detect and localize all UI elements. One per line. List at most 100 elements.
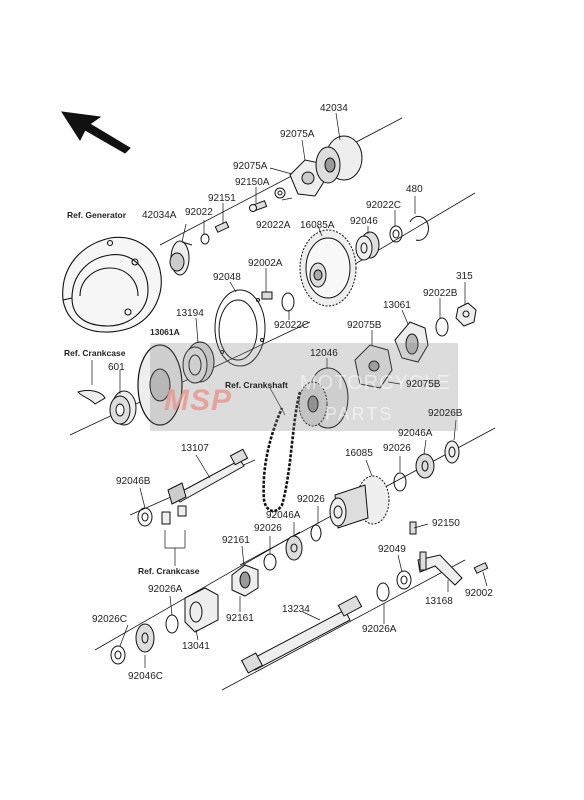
label-92022A: 92022A xyxy=(256,220,291,231)
label-92022B: 92022B xyxy=(423,288,458,299)
plate-92048 xyxy=(214,289,266,367)
label-92046A-mid: 92046A xyxy=(266,510,301,521)
washer-92026A-right xyxy=(376,582,390,602)
label-42034A: 42034A xyxy=(142,210,177,221)
label-92026-mid: 92026 xyxy=(297,494,325,505)
washer-92026B xyxy=(444,440,460,464)
label-92046B: 92046B xyxy=(116,476,151,487)
watermark-line1: MOTORCYCLE xyxy=(300,372,451,394)
circlip-480 xyxy=(409,215,429,241)
bearing-92046B xyxy=(137,507,153,527)
gear-16085 xyxy=(329,475,390,529)
collar-13194 xyxy=(182,341,215,384)
label-92046-top: 92046 xyxy=(350,216,378,227)
needle-bearing-92046-top xyxy=(355,231,380,261)
chain-ref-crankshaft xyxy=(262,391,302,513)
shaft-13107 xyxy=(167,448,249,505)
label-42034: 42034 xyxy=(320,103,348,114)
label-92026-right: 92026 xyxy=(383,443,411,454)
lever-13168 xyxy=(417,551,463,586)
washer-92026-mid xyxy=(310,524,322,542)
label-ref-crankshaft: Ref. Crankshaft xyxy=(225,380,288,390)
bearing-92046C xyxy=(135,623,155,653)
washer-92022C-mid xyxy=(281,292,295,312)
label-92048: 92048 xyxy=(213,272,241,283)
label-92002A: 92002A xyxy=(248,258,283,269)
bearing-92046A-mid xyxy=(285,535,303,561)
washer-92026A-left xyxy=(165,614,179,634)
label-12046: 12046 xyxy=(310,348,338,359)
label-13061: 13061 xyxy=(383,300,411,311)
coupling-13061A xyxy=(137,344,183,426)
label-92046C: 92046C xyxy=(128,671,164,682)
bolt-92151 xyxy=(214,221,230,233)
shaft-13234 xyxy=(240,595,363,674)
label-16085: 16085 xyxy=(345,448,373,459)
label-92026-left: 92026 xyxy=(254,523,282,534)
washer-92022C-top xyxy=(389,225,403,243)
label-92026B: 92026B xyxy=(428,408,463,419)
label-92075A-top: 92075A xyxy=(280,129,315,140)
label-16085A: 16085A xyxy=(300,220,335,231)
label-92026A-left: 92026A xyxy=(148,584,183,595)
washer-92022B xyxy=(435,317,449,337)
label-315: 315 xyxy=(456,271,473,282)
label-13168: 13168 xyxy=(425,596,453,607)
washer-92022 xyxy=(200,233,210,245)
holder-13041 xyxy=(184,587,219,633)
label-13061A: 13061A xyxy=(150,327,180,337)
label-601: 601 xyxy=(108,362,125,373)
leader-lines xyxy=(91,112,488,668)
gear-16085A xyxy=(299,229,357,307)
label-13107: 13107 xyxy=(181,443,209,454)
washer-92026-left xyxy=(263,553,277,571)
label-92161-top: 92161 xyxy=(222,535,250,546)
front-direction-arrow xyxy=(60,111,131,154)
label-92022C-mid: 92022C xyxy=(274,320,310,331)
label-13041: 13041 xyxy=(182,641,210,652)
bracket-ref xyxy=(77,389,106,405)
label-13194: 13194 xyxy=(176,308,204,319)
bearing-601 xyxy=(109,390,137,426)
label-92075B-top: 92075B xyxy=(347,320,382,331)
seal-92049 xyxy=(396,570,412,590)
label-ref-generator: Ref. Generator xyxy=(67,210,127,220)
label-92026A-right: 92026A xyxy=(362,624,397,635)
hub-13061 xyxy=(394,321,429,363)
washer-92026-right xyxy=(393,472,407,492)
cam-92161 xyxy=(231,564,259,597)
bolt-92150A xyxy=(249,200,268,212)
label-92026C: 92026C xyxy=(92,614,128,625)
nut-315 xyxy=(455,302,477,327)
label-92049: 92049 xyxy=(378,544,406,555)
label-ref-crankcase-bottom: Ref. Crankcase xyxy=(138,566,200,576)
washer-92026C xyxy=(110,645,126,665)
watermark-logo: MSP xyxy=(164,384,233,417)
label-92075A-left: 92075A xyxy=(233,161,268,172)
rotor-42034A xyxy=(169,240,193,276)
bearing-92046A-right xyxy=(415,453,435,479)
label-92075B-right: 92075B xyxy=(406,379,441,390)
label-92151: 92151 xyxy=(208,193,236,204)
label-ref-crankcase-top: Ref. Crankcase xyxy=(64,348,126,358)
bolt-92002 xyxy=(473,562,489,574)
label-92161-bottom: 92161 xyxy=(226,613,254,624)
bolt-92002A xyxy=(261,291,273,300)
sprocket-12046 xyxy=(298,367,349,429)
washer-92022A xyxy=(274,187,286,199)
label-13234: 13234 xyxy=(282,604,310,615)
label-92022C-top: 92022C xyxy=(366,200,402,211)
label-92046A-right: 92046A xyxy=(398,428,433,439)
watermark-line2: PARTS xyxy=(325,404,394,424)
label-92022: 92022 xyxy=(185,207,213,218)
pin-ref-crankcase-bottom xyxy=(161,505,187,525)
label-480: 480 xyxy=(406,184,423,195)
watermark-box xyxy=(150,343,458,431)
generator-cover xyxy=(62,236,162,333)
bolt-92150 xyxy=(409,521,417,535)
label-92002: 92002 xyxy=(465,588,493,599)
label-92150: 92150 xyxy=(432,518,460,529)
damper-92075B xyxy=(354,344,393,389)
sprocket-42034 xyxy=(315,135,363,184)
